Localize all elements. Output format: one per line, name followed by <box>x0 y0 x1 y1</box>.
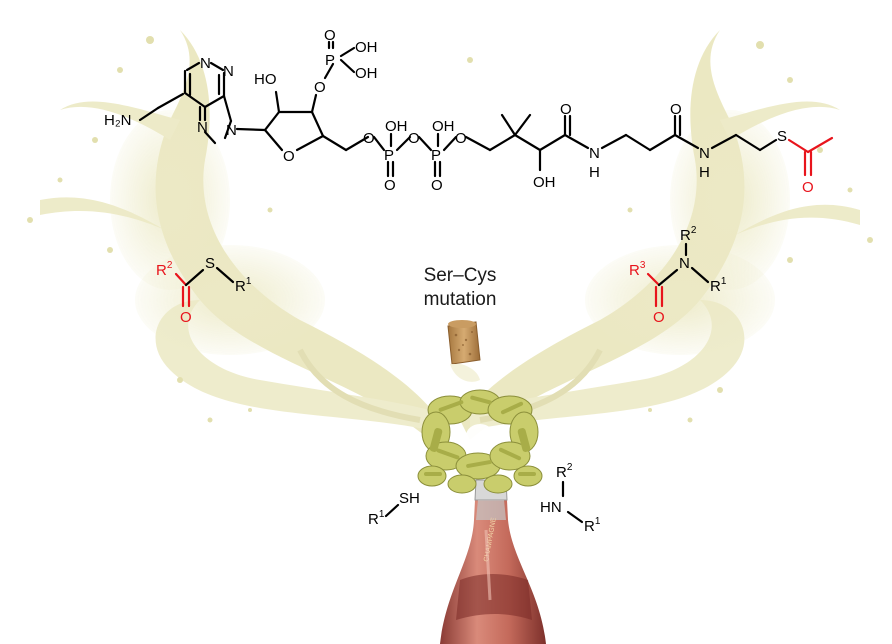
thiol-substrate: R1 SH <box>368 490 420 528</box>
diphosphate: O P OH O O P OH O O <box>363 118 467 194</box>
p-oxo: O <box>324 27 336 44</box>
ribose-o: O <box>283 148 295 165</box>
pantetheine-chain: OH O N H O N H <box>464 101 778 191</box>
amide-r3: R3 <box>629 260 646 279</box>
amine-substrate: R2 HN R1 <box>540 462 601 535</box>
ribose-o3: O <box>314 79 326 96</box>
amide-o-1: O <box>560 101 572 118</box>
amide-h-1: H <box>589 164 600 181</box>
atom-n-3: N <box>223 63 234 80</box>
champagne-splash <box>40 30 860 440</box>
thioester-o: O <box>180 309 192 326</box>
amide-o-2: O <box>670 101 682 118</box>
amide-n-atom: N <box>679 255 690 272</box>
o-5prime: O <box>363 130 375 147</box>
atom-n-7: N <box>197 119 208 136</box>
thiol-r1: R1 <box>368 509 385 528</box>
amine-r2: R2 <box>556 462 573 481</box>
thioester-r1: R1 <box>235 276 252 295</box>
p2-atom: P <box>431 147 441 164</box>
pantoate-oh: OH <box>533 174 556 191</box>
amide-n-2: N <box>699 145 710 162</box>
amine-h2n: H₂N <box>104 112 132 129</box>
p-oh-1: OH <box>355 39 378 56</box>
thioester-product: R2 S R1 O <box>156 255 252 326</box>
thioester-s-atom: S <box>205 255 215 272</box>
champagne-bottle: CHAMPAGNE <box>440 479 546 644</box>
caption-line-1: Ser–Cys <box>424 265 497 286</box>
acetyl-thioester: S O <box>777 128 834 196</box>
o-pantoate: O <box>455 130 467 147</box>
thiol-sh: SH <box>399 490 420 507</box>
amide-n-1: N <box>589 145 600 162</box>
p-atom: P <box>325 52 335 69</box>
amide-o: O <box>653 309 665 326</box>
amine-r1: R1 <box>584 516 601 535</box>
ribose-ring: O HO O <box>235 71 370 165</box>
p-oh-2: OH <box>355 65 378 82</box>
splash-droplets <box>27 36 873 423</box>
amide-product: R3 N R2 R1 O <box>629 225 727 326</box>
acetyl-coa-structure: N N N N H₂N O HO O <box>104 27 834 196</box>
ribose-ho: HO <box>254 71 277 88</box>
atom-n-1: N <box>200 55 211 72</box>
p1-oxo: O <box>384 177 396 194</box>
amine-hn: HN <box>540 499 562 516</box>
caption-line-2: mutation <box>424 289 497 310</box>
phosphate-3prime: P O OH OH <box>323 27 378 82</box>
cork <box>447 320 481 365</box>
o-bridge: O <box>408 130 420 147</box>
amide-r2: R2 <box>680 225 697 244</box>
enzyme-protein-cluster <box>417 389 543 494</box>
acetyl-o: O <box>802 179 814 196</box>
p2-oxo: O <box>431 177 443 194</box>
mutation-caption: Ser–Cys mutation <box>424 265 497 310</box>
amide-h-2: H <box>699 164 710 181</box>
foam-spray <box>450 364 480 382</box>
p1-oh: OH <box>385 118 408 135</box>
p2-oh: OH <box>432 118 455 135</box>
thioester-r2: R2 <box>156 260 173 279</box>
thioester-s: S <box>777 128 787 145</box>
adenine-ring: N N N N H₂N <box>104 55 237 145</box>
amide-r1: R1 <box>710 276 727 295</box>
atom-n-9: N <box>226 122 237 139</box>
p1-atom: P <box>384 147 394 164</box>
